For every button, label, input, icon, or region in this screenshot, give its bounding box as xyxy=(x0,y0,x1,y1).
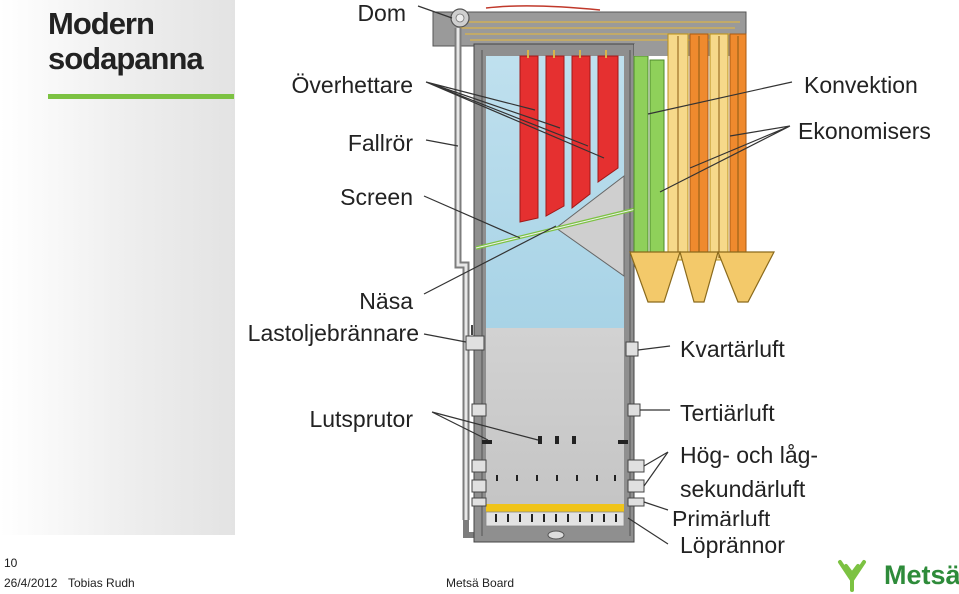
footer-company: Metsä Board xyxy=(446,576,515,590)
slide-title: Modern sodapanna xyxy=(48,6,204,76)
air-ports xyxy=(465,335,645,507)
label-fallror: Fallrör xyxy=(347,130,413,156)
label-tertiarluft: Tertiärluft xyxy=(680,400,775,426)
label-nasa: Näsa xyxy=(359,288,413,314)
label-konvektion: Konvektion xyxy=(804,72,918,98)
ash-hoppers xyxy=(629,251,775,303)
label-dom: Dom xyxy=(357,0,406,26)
slide-title-line1: Modern xyxy=(48,6,155,41)
leader-lines xyxy=(417,5,793,545)
footer-author: Tobias Rudh xyxy=(68,576,135,590)
slide-number: 10 xyxy=(4,556,18,570)
title-underline xyxy=(48,94,234,99)
logo-text: Metsä xyxy=(884,560,959,590)
superheater-panels xyxy=(519,50,619,223)
title-panel xyxy=(0,0,235,535)
label-sekundarluft: sekundärluft xyxy=(680,476,806,502)
label-ekonomisers: Ekonomisers xyxy=(798,118,931,144)
label-loprannor: Löprännor xyxy=(680,532,785,558)
label-screen: Screen xyxy=(340,184,413,210)
footer-date: 26/4/2012 xyxy=(4,576,58,590)
metsa-logo-icon xyxy=(838,560,866,592)
screen-tubes xyxy=(475,55,665,253)
label-primarluft: Primärluft xyxy=(672,506,771,526)
label-hog-och-lag: Hög- och låg- xyxy=(680,442,819,468)
liquor-guns xyxy=(482,436,628,522)
label-kvartarluft: Kvartärluft xyxy=(680,336,785,362)
steam-drum xyxy=(450,8,470,28)
label-lutsprutor: Lutsprutor xyxy=(309,406,413,432)
label-lastoljebrannare: Lastoljebrännare xyxy=(243,320,423,346)
label-overhettare: Överhettare xyxy=(291,72,413,98)
slide-title-line2: sodapanna xyxy=(48,41,204,76)
